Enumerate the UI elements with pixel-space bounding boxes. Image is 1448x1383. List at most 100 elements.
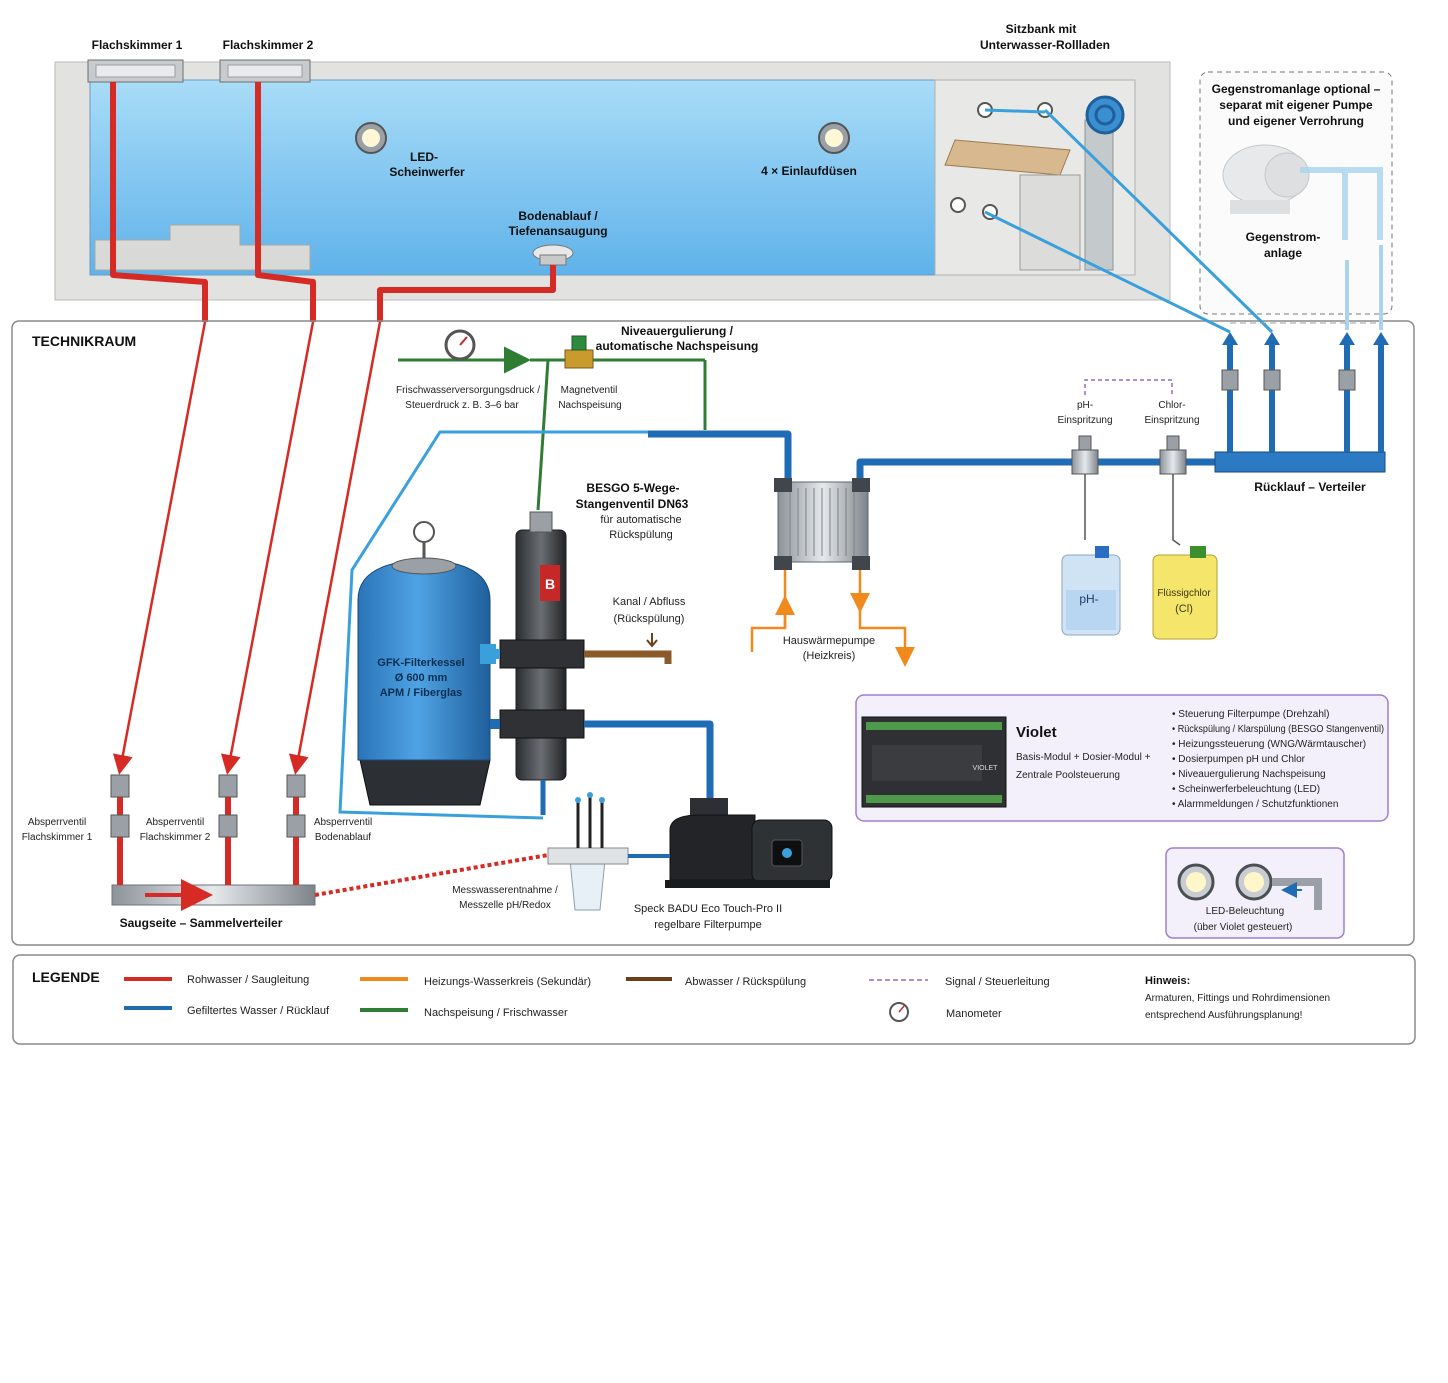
valve-s2-label-line1: Absperrventil: [146, 817, 204, 828]
legend-label-raw: Rohwasser / Saugleitung: [187, 974, 309, 986]
return-to-pool-lines: [984, 108, 1383, 334]
legend-label-waste: Abwasser / Rückspülung: [685, 976, 806, 988]
violet-sub-line2: Zentrale Poolsteuerung: [1016, 770, 1120, 781]
bench-label-line2: Unterwasser-Rollladen: [980, 38, 1110, 52]
legend-note-line2: entsprechend Ausführungsplanung!: [1145, 1010, 1302, 1021]
legend-title: LEGENDE: [32, 969, 100, 985]
suction-to-pump-line: [314, 853, 549, 897]
counterflow-pipes: [1300, 167, 1383, 240]
techroom-frame: [11, 320, 1415, 946]
violet-title: Violet: [1016, 724, 1057, 741]
skimmer-2-label: Flachskimmer 2: [223, 38, 314, 52]
return-manifold: Rücklauf – Verteiler: [1214, 332, 1389, 494]
pressure-gauge-icon: [444, 329, 476, 361]
pump-label-line2: regelbare Filterpumpe: [654, 919, 762, 931]
led-lighting-box: LED-Beleuchtung (über Violet gesteuert): [1165, 847, 1345, 939]
filter-pump: [665, 798, 833, 888]
violet-feature-3: • Dosierpumpen pH und Chlor: [1172, 754, 1306, 765]
solenoid-valve-icon: [564, 335, 594, 369]
led-light-left-icon: [355, 122, 387, 154]
cl-canister-line1: Flüssigchlor: [1157, 588, 1211, 599]
filter-label-line2: Ø 600 mm: [395, 672, 448, 684]
besgo-label-line1: BESGO 5-Wege-: [586, 481, 679, 495]
violet-feature-5: • Scheinwerferbeleuchtung (LED): [1172, 784, 1320, 795]
valve-bd-label-line2: Bodenablauf: [315, 832, 371, 843]
violet-feature-4: • Niveauergulierung Nachspeisung: [1172, 769, 1326, 780]
drain-channel-line1: Kanal / Abfluss: [613, 596, 686, 608]
ph-injection-line2: Einspritzung: [1057, 415, 1112, 426]
besgo-label-line2: Stangenventil DN63: [576, 497, 689, 511]
counterflow-box: Gegenstromanlage optional – separat mit …: [1199, 71, 1393, 315]
led-light-right-icon: [818, 122, 850, 154]
legend-note-line1: Armaturen, Fittings und Rohrdimensionen: [1145, 993, 1330, 1004]
violet-feature-0: • Steuerung Filterpumpe (Drehzahl): [1172, 709, 1329, 720]
filtered-to-hx-pipe: [648, 430, 792, 482]
cl-injection-icon: [1159, 435, 1187, 546]
valve-s1-label-line1: Absperrventil: [28, 817, 86, 828]
level-label-line2: automatische Nachspeisung: [596, 339, 759, 353]
pool-raw-pipes: [110, 82, 556, 322]
led-lamp-2-icon: [1235, 863, 1273, 901]
violet-feature-2: • Heizungssteuerung (WNG/Wärmtauscher): [1172, 739, 1366, 750]
cl-canister-line2: (Cl): [1175, 603, 1193, 615]
ph-canister-label: pH-: [1079, 592, 1098, 606]
legend-gauge-icon: [889, 1002, 909, 1022]
roller-shutter: [1084, 119, 1114, 271]
counterflow-title-line1: Gegenstromanlage optional –: [1212, 82, 1381, 96]
fresh-water-section: Niveauergulierung / automatische Nachspe…: [396, 324, 759, 511]
legend-label-fresh: Nachspeisung / Frischwasser: [424, 1007, 568, 1019]
cl-injection-line2: Einspritzung: [1144, 415, 1199, 426]
dosing-signal-line: [1084, 379, 1173, 395]
heat-exchanger: [774, 478, 870, 570]
pool-section: Flachskimmer 1 Flachskimmer 2 Sitzbank m…: [54, 22, 1171, 301]
counterflow-pump-icon: [1222, 144, 1310, 214]
besgo-to-pump-pipe: [584, 720, 714, 800]
drain-channel-line2: (Rückspülung): [614, 613, 685, 625]
counterflow-unit-line1: Gegenstrom-: [1246, 230, 1321, 244]
violet-device-label: VIOLET: [973, 765, 999, 772]
drain-label-line2: Tiefenansaugung: [508, 224, 607, 238]
suction-manifold-label: Saugseite – Sammelverteiler: [120, 916, 283, 930]
hx-to-return-pipe: [856, 458, 1220, 482]
counterflow-title-line3: und eigener Verrohrung: [1228, 114, 1364, 128]
legend-label-filtered: Gefiltertes Wasser / Rücklauf: [187, 1005, 330, 1017]
cell-label-line2: Messzelle pH/Redox: [459, 900, 551, 911]
valve-label-line2: Nachspeisung: [558, 400, 621, 411]
techroom-title: TECHNIKRAUM: [32, 333, 136, 349]
pressure-label-line1: Frischwasserversorgungsdruck /: [396, 385, 540, 396]
heating-circuit-lines: [750, 570, 915, 667]
violet-panel: VIOLET Violet Basis-Modul + Dosier-Modul…: [855, 694, 1389, 822]
ph-canister: pH-: [1061, 546, 1121, 636]
drain-label-line1: Bodenablauf /: [518, 209, 598, 223]
led-box-line2: (über Violet gesteuert): [1194, 922, 1293, 933]
pump-label-line1: Speck BADU Eco Touch-Pro II: [634, 903, 782, 915]
legend-label-gauge: Manometer: [946, 1008, 1002, 1020]
filter-tank: GFK-Filterkessel Ø 600 mm APM / Fibergla…: [357, 521, 500, 806]
drain-arrow-icon: [646, 633, 658, 648]
suction-manifold: Absperrventil Flachskimmer 1 Absperrvent…: [22, 774, 372, 930]
led-label-line2: Scheinwerfer: [389, 165, 465, 179]
legend: LEGENDE Rohwasser / Saugleitung Gefilter…: [12, 954, 1416, 1045]
legend-label-heating: Heizungs-Wasserkreis (Sekundär): [424, 976, 591, 988]
legend-note-title: Hinweis:: [1145, 975, 1190, 987]
counterflow-unit-line2: anlage: [1264, 246, 1302, 260]
ph-injection-line1: pH-: [1077, 400, 1093, 411]
shutter-roll-icon: [1085, 95, 1125, 135]
led-box-line1: LED-Beleuchtung: [1206, 906, 1284, 917]
skimmer-2-pipe: [255, 82, 316, 322]
besgo-valve: B: [499, 511, 585, 781]
valve-s2-label-line2: Flachskimmer 2: [140, 832, 211, 843]
pressure-label-line2: Steuerdruck z. B. 3–6 bar: [405, 400, 519, 411]
filter-gauge-icon: [413, 521, 435, 543]
besgo-label-line4: Rückspülung: [609, 529, 673, 541]
raw-lines: [112, 321, 382, 775]
level-label-line1: Niveauergulierung /: [621, 324, 734, 338]
besgo-label-line3: für automatische: [600, 514, 681, 526]
backwash-drain-pipe: [584, 650, 672, 664]
violet-feature-1: • Rückspülung / Klarspülung (BESGO Stang…: [1172, 724, 1384, 735]
bench-label-line1: Sitzbank mit: [1006, 22, 1077, 36]
led-lamp-1-icon: [1177, 863, 1215, 901]
valve-s1-label-line2: Flachskimmer 1: [22, 832, 93, 843]
inlet-nozzles: [950, 102, 1053, 220]
